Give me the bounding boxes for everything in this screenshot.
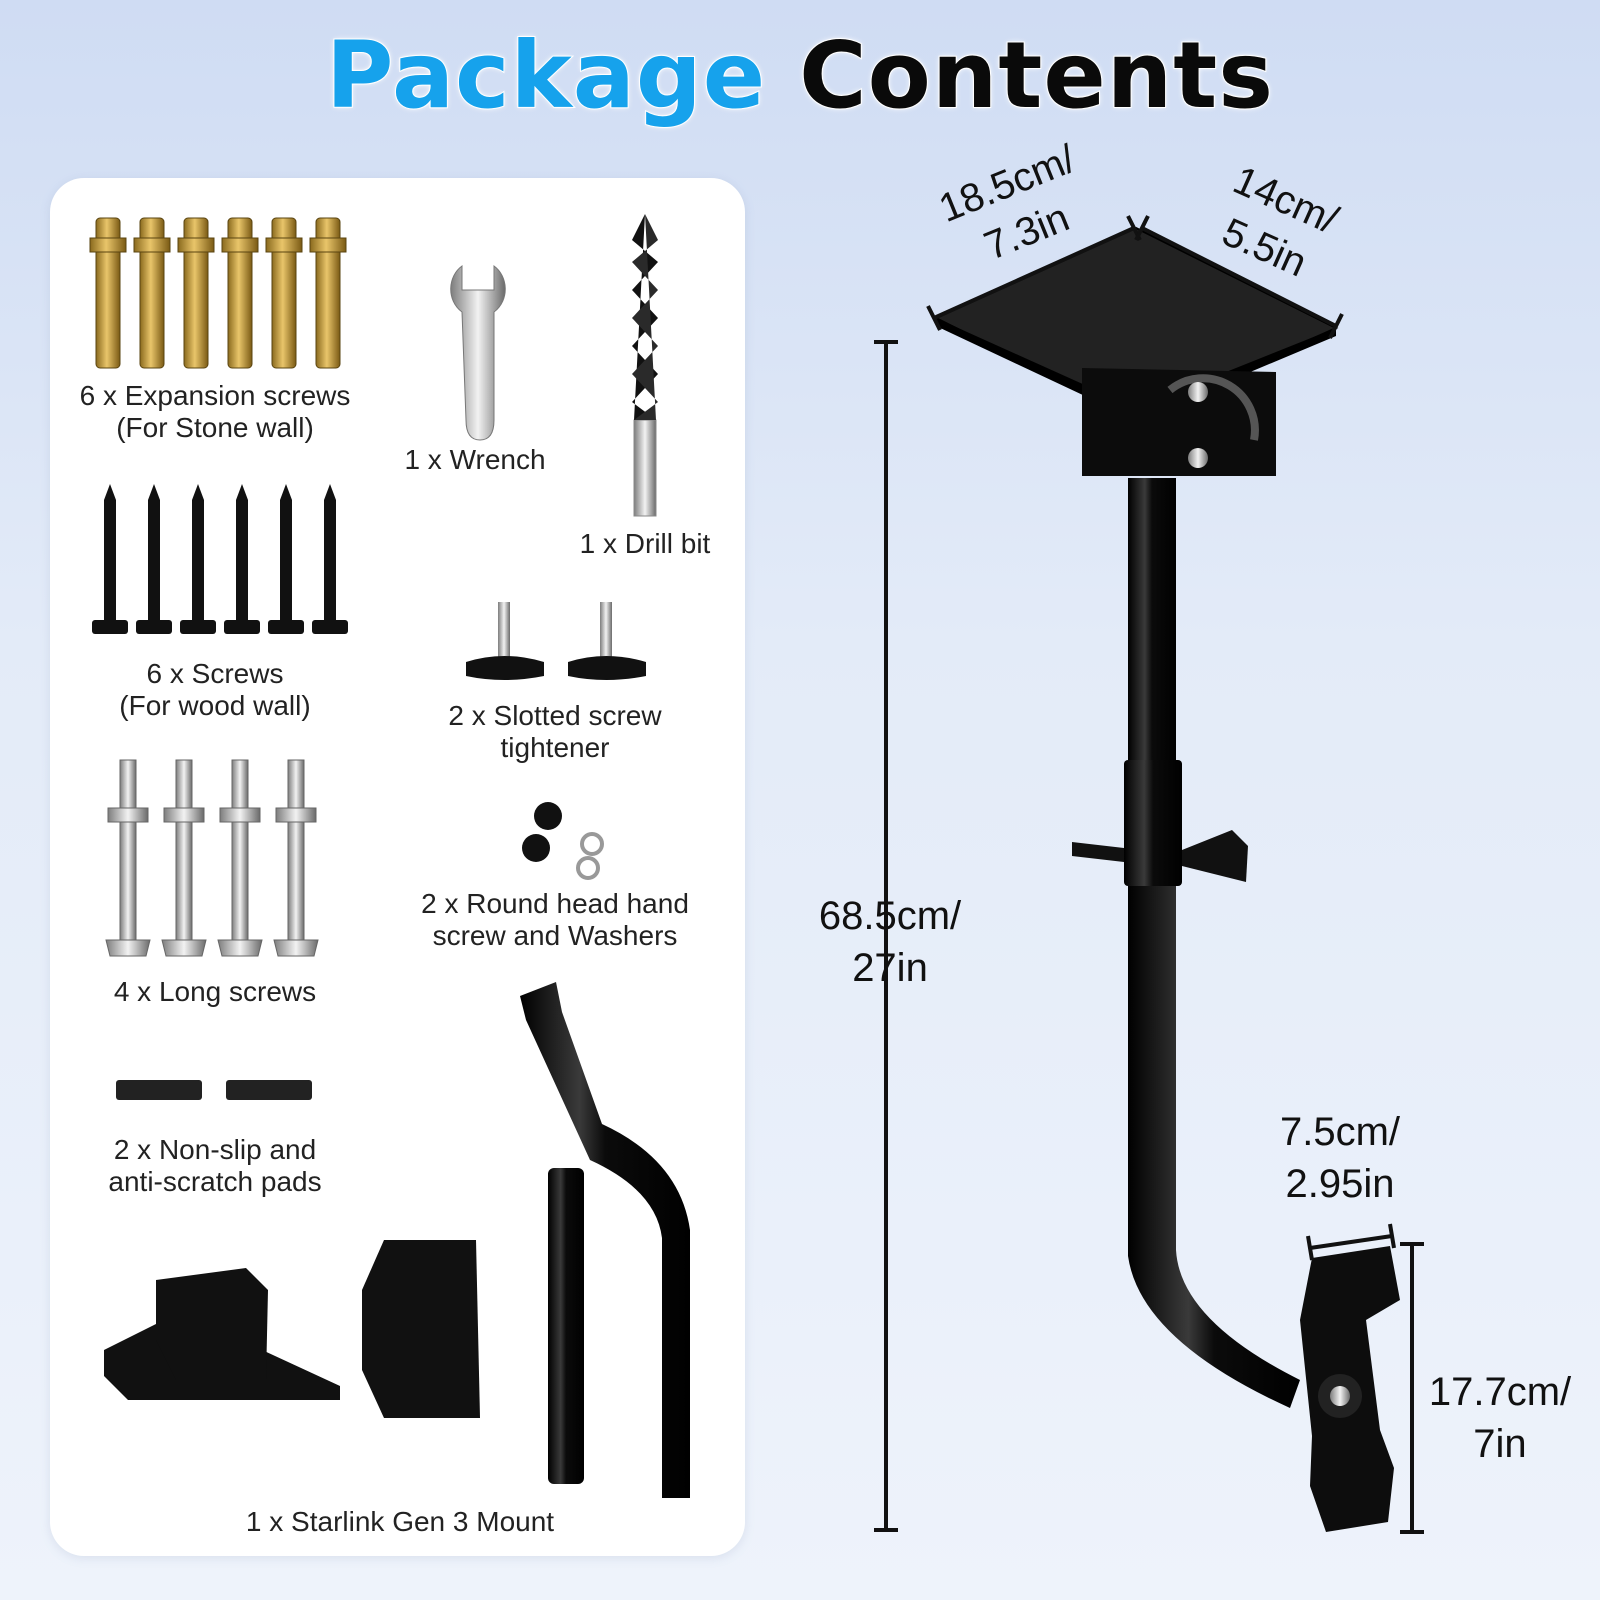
label-line: screw and Washers xyxy=(432,920,678,951)
label-long-screws: 4 x Long screws xyxy=(60,976,370,1008)
label-wood-screws: 6 x Screws (For wood wall) xyxy=(60,658,370,722)
dimension-height: 68.5cm/ 27in xyxy=(800,890,980,994)
label-line: 6 x Expansion screws xyxy=(79,380,351,411)
assembled-mount-image xyxy=(933,226,1400,1532)
label-line: (For wood wall) xyxy=(119,690,311,721)
dimension-line: 17.7cm/ xyxy=(1428,1370,1572,1414)
slotted-tighteners-image xyxy=(466,602,646,680)
label-line: 1 x Drill bit xyxy=(579,528,711,559)
label-wrench: 1 x Wrench xyxy=(390,444,560,476)
page-title: Package Contents xyxy=(0,21,1600,130)
expansion-screws-image xyxy=(89,217,347,369)
dimension-line: 68.5cm/ xyxy=(818,894,962,938)
hand-screws-washers-image xyxy=(522,802,604,880)
non-slip-pads-image xyxy=(116,1080,312,1100)
long-screws-image xyxy=(105,759,319,957)
dimension-lines xyxy=(874,215,1424,1534)
label-hand-screws-washers: 2 x Round head hand screw and Washers xyxy=(385,888,725,952)
label-line: (For Stone wall) xyxy=(116,412,314,443)
label-line: 1 x Wrench xyxy=(404,444,546,475)
dimension-line: 7in xyxy=(1473,1422,1527,1466)
dimension-line: 27in xyxy=(852,946,928,990)
label-starlink-mount: 1 x Starlink Gen 3 Mount xyxy=(180,1506,620,1538)
starlink-mount-parts-image xyxy=(104,982,690,1498)
label-slotted-screw-tightener: 2 x Slotted screw tightener xyxy=(400,700,710,764)
label-expansion-screws: 6 x Expansion screws (For Stone wall) xyxy=(60,380,370,444)
wood-screws-image xyxy=(92,484,348,634)
dimension-line: 7.5cm/ xyxy=(1279,1110,1401,1154)
label-non-slip-pads: 2 x Non-slip and anti-scratch pads xyxy=(60,1134,370,1198)
dimension-plate-width: 7.5cm/ 2.95in xyxy=(1260,1106,1420,1210)
label-line: anti-scratch pads xyxy=(108,1166,322,1197)
label-line: 2 x Round head hand xyxy=(421,888,689,919)
label-line: tightener xyxy=(500,732,610,763)
drill-bit-image xyxy=(632,214,658,517)
label-line: 2 x Non-slip and xyxy=(113,1134,317,1165)
dimension-line: 2.95in xyxy=(1285,1162,1395,1206)
label-line: 6 x Screws xyxy=(146,658,284,689)
label-line: 1 x Starlink Gen 3 Mount xyxy=(245,1506,555,1537)
label-line: 4 x Long screws xyxy=(113,976,317,1007)
label-line: 2 x Slotted screw xyxy=(448,700,662,731)
title-word-package: Package xyxy=(325,21,767,130)
title-word-contents: Contents xyxy=(798,21,1274,130)
label-drill-bit: 1 x Drill bit xyxy=(560,528,730,560)
wrench-image xyxy=(450,265,506,441)
dimension-plate-height: 17.7cm/ 7in xyxy=(1412,1366,1588,1470)
